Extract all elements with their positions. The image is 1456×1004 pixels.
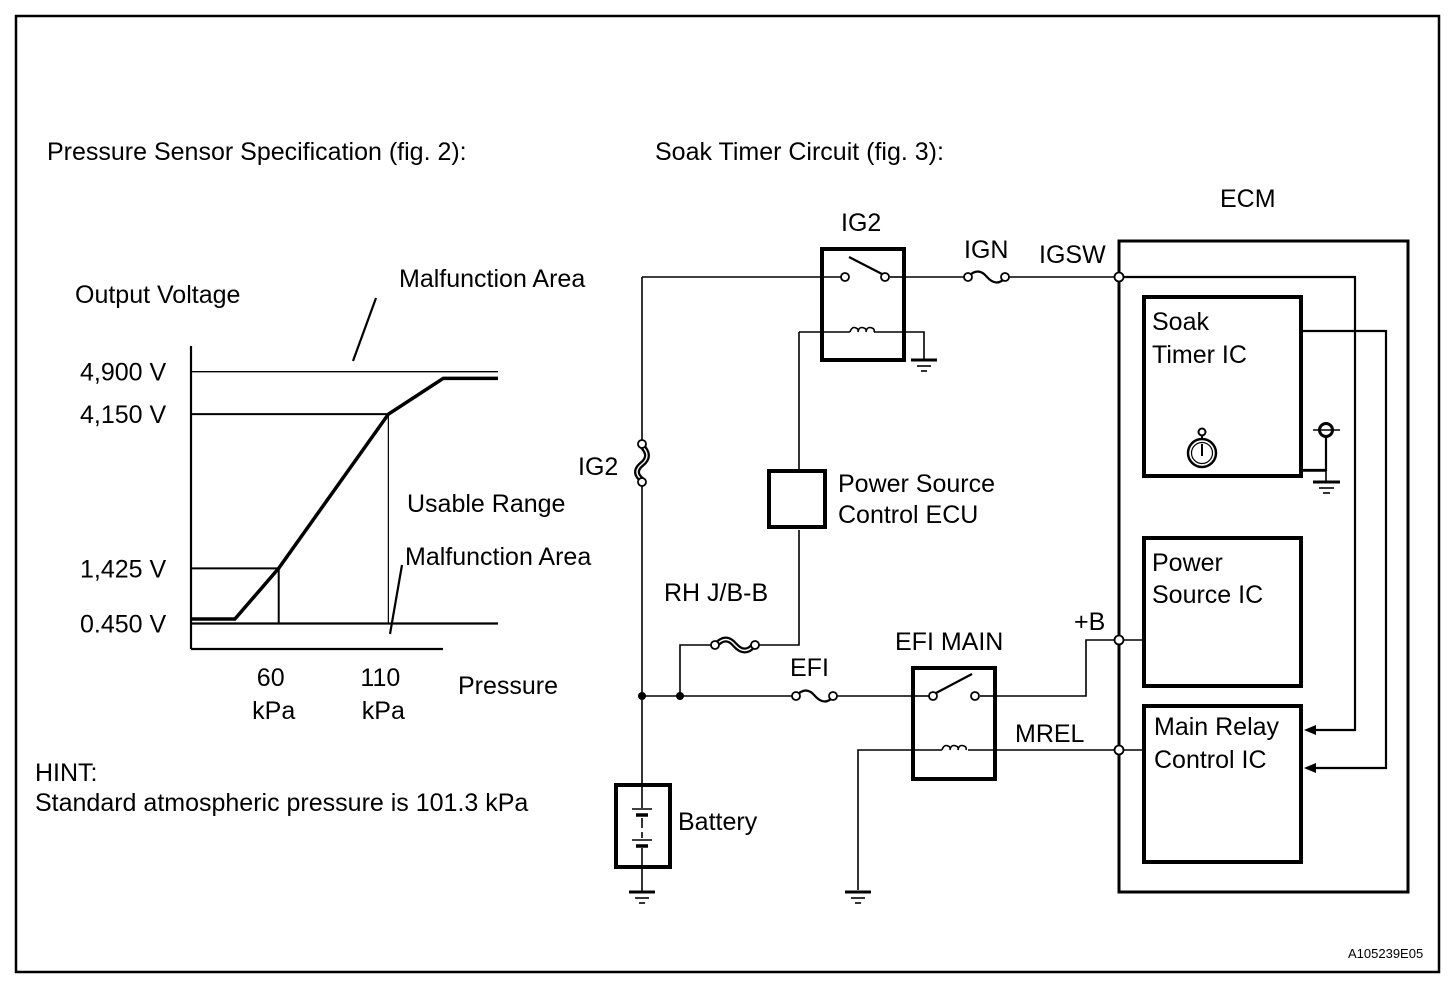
soak-timer-ic-label-1: Soak	[1152, 308, 1209, 336]
x-tick-label: 110	[360, 664, 400, 692]
leader-malfunction-upper	[351, 297, 378, 362]
x-ticks: 60 kPa 110 kPa	[252, 664, 405, 725]
relay-icon	[911, 666, 997, 781]
annotation-malfunction-upper: Malfunction Area	[399, 265, 585, 293]
thresholds	[191, 370, 498, 625]
coil-icon	[941, 744, 968, 751]
efi-main-relay: EFI MAIN	[895, 628, 1003, 781]
y-tick-label: 1,425 V	[80, 555, 167, 583]
efi-main-label: EFI MAIN	[895, 628, 1003, 656]
pressure-sensor-chart: Output Voltage Pressure 0.450 V 1,425 V 4,…	[75, 265, 591, 725]
battery: Battery	[614, 783, 758, 892]
ign-fuse: IGN	[963, 236, 1010, 284]
y-axis-label: Output Voltage	[75, 281, 240, 309]
efi-fuse-label: EFI	[790, 654, 829, 682]
annotation-malfunction-lower: Malfunction Area	[405, 543, 591, 571]
figure-id: A105239E05	[1348, 946, 1423, 961]
mrel-terminal	[1113, 744, 1125, 756]
right-panel-title: Soak Timer Circuit (fig. 3):	[655, 138, 944, 166]
arrow-icon	[1304, 763, 1316, 773]
annotation-usable-range: Usable Range	[407, 490, 565, 518]
fuse-icon	[795, 689, 835, 703]
hint-label: HINT:	[35, 759, 98, 787]
relay-switch-contact	[935, 673, 973, 694]
ig2-relay: IG2	[820, 209, 906, 362]
outer-frame	[14, 14, 1441, 974]
power-source-control-ecu-label-1: Power Source	[838, 470, 995, 498]
x-axis-label: Pressure	[458, 672, 558, 700]
arrow-icon	[1304, 725, 1316, 735]
soak-timer-ic-label-2: Timer IC	[1152, 341, 1247, 369]
y-tick-label: 4,150 V	[80, 401, 167, 429]
fuse-icon	[967, 270, 1007, 284]
ecm-box	[1117, 239, 1410, 894]
relay-icon	[820, 247, 906, 362]
main-relay-control-ic-label-1: Main Relay	[1154, 713, 1280, 741]
ig2-fuse: IG2	[578, 439, 650, 487]
y-tick-label: 0.450 V	[80, 611, 167, 639]
y-ticks: 0.450 V 1,425 V 4,150 V 4,900 V	[80, 359, 167, 639]
guides	[191, 413, 389, 624]
leader-malfunction-lower	[388, 564, 404, 635]
y-tick-label: 4,900 V	[80, 359, 167, 387]
ign-fuse-label: IGN	[964, 236, 1008, 264]
ground-icon	[1313, 480, 1340, 494]
battery-label: Battery	[678, 808, 758, 836]
soak-timer-ic	[1142, 295, 1303, 478]
ecm: IGSW Soak Timer IC	[1015, 239, 1410, 894]
rh-jb-b-label: RH J/B-B	[664, 579, 768, 607]
x-tick-unit: kPa	[252, 697, 295, 725]
ground-icon	[845, 890, 871, 904]
hint-text: Standard atmospheric pressure is 101.3 k…	[35, 789, 528, 817]
rh-jb-b-fuse: RH J/B-B	[664, 579, 768, 654]
left-panel-title: Pressure Sensor Specification (fig. 2):	[47, 138, 467, 166]
power-source-ic	[1142, 536, 1303, 688]
coil-icon	[849, 326, 876, 333]
mrel-label: MREL	[1015, 720, 1085, 748]
ig2-fuse-label: IG2	[578, 453, 618, 481]
power-supply-icon	[1313, 422, 1340, 438]
x-tick-unit: kPa	[362, 697, 405, 725]
igsw-terminal	[1113, 271, 1125, 283]
power-source-control-ecu: Power Source Control ECU	[767, 469, 995, 529]
igsw-label: IGSW	[1039, 241, 1106, 269]
junction-dot	[638, 692, 646, 700]
main-relay-control-ic	[1142, 704, 1303, 864]
ecm-label: ECM	[1220, 185, 1276, 213]
plus-b-label: +B	[1074, 608, 1105, 636]
main-wiring	[641, 276, 1117, 890]
plus-b-terminal	[1113, 634, 1125, 646]
power-source-ic-label-2: Source IC	[1152, 581, 1263, 609]
ground-icon	[911, 358, 937, 372]
stopwatch-icon	[1186, 427, 1218, 469]
junction-dot	[676, 692, 684, 700]
ig2-relay-label: IG2	[841, 209, 881, 237]
efi-fuse: EFI	[790, 654, 838, 703]
main-relay-control-ic-label-2: Control IC	[1154, 746, 1267, 774]
relay-switch-contact	[848, 256, 883, 275]
series-line-sensor-output	[191, 376, 498, 621]
power-source-control-ecu-label-2: Control ECU	[838, 501, 978, 529]
ground-icon	[629, 890, 655, 904]
power-source-ic-label-1: Power	[1152, 549, 1223, 577]
x-tick-label: 60	[257, 664, 285, 692]
